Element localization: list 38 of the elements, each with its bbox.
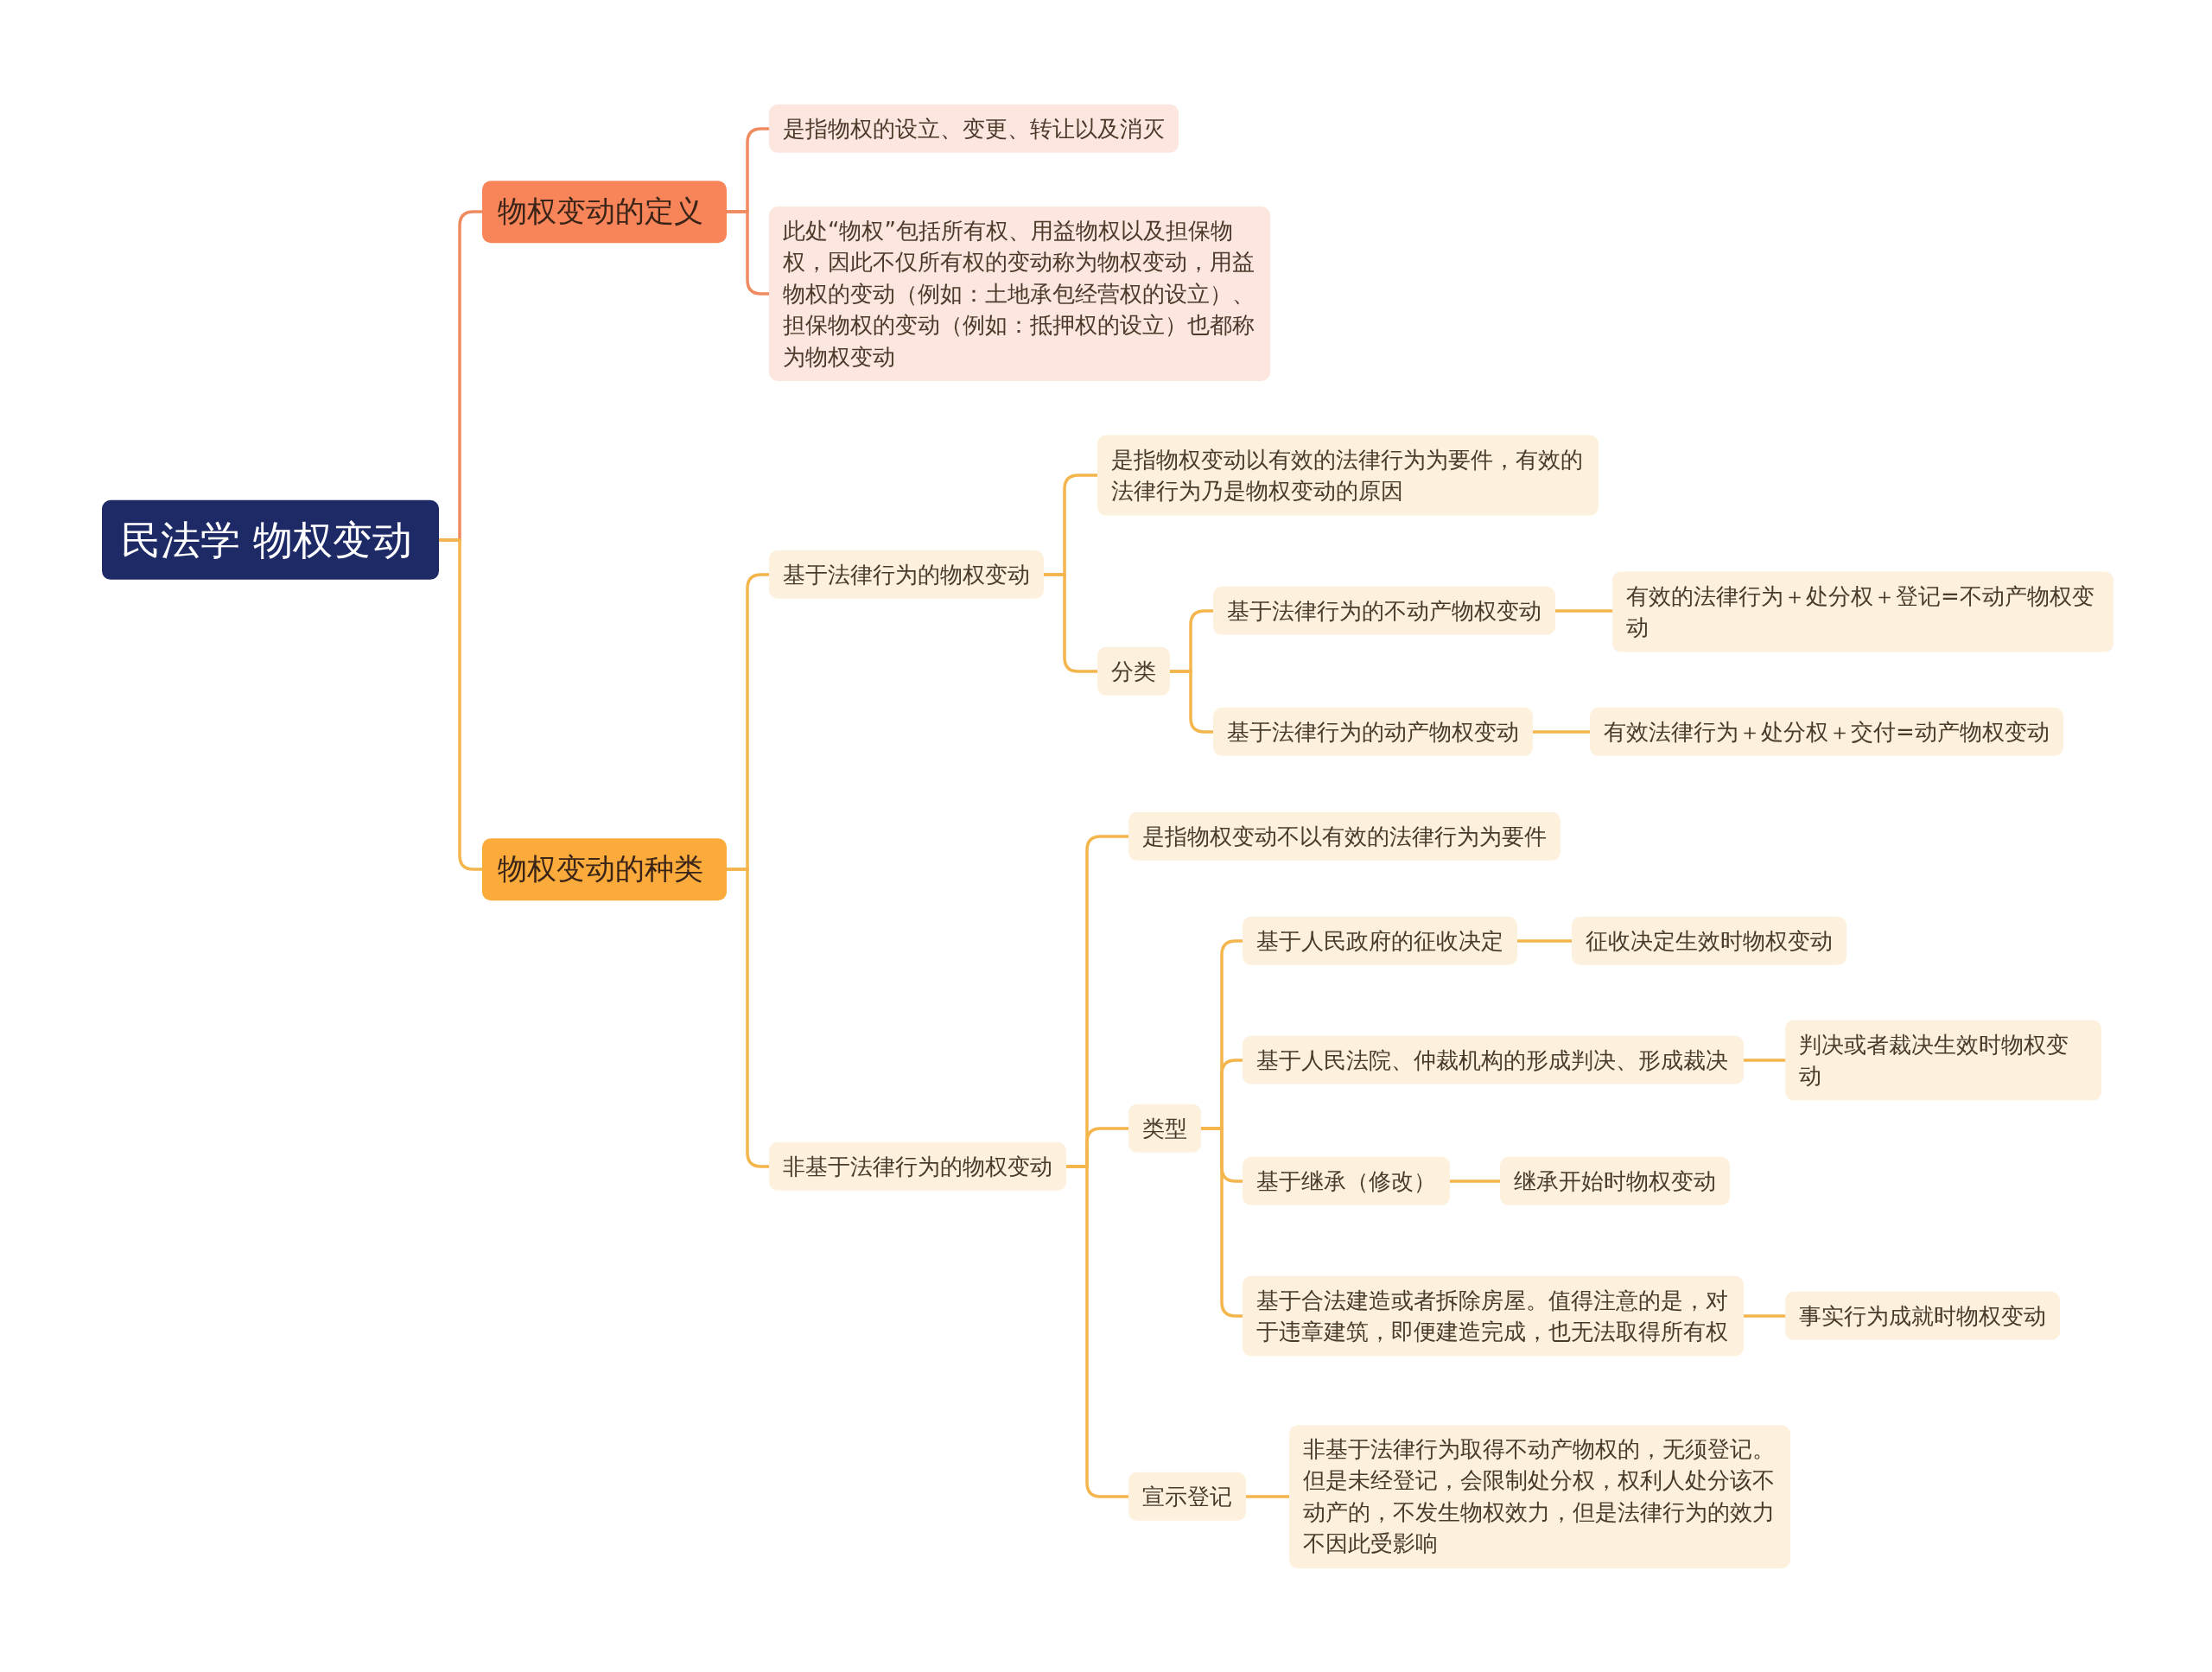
connector-line <box>1744 1059 1785 1062</box>
subtopic-box: 基于人民政府的征收决定 <box>1243 916 1517 966</box>
subtopic-box: 非基于法律行为取得不动产物权的，无须登记。但是未经登记，会限制处分权，权利人处分该不动产的，不发生物权效力，但是法律行为的效力不因此受影响 <box>1289 1425 1790 1568</box>
subtopic-box: 基于法律行为的动产物权变动 <box>1213 707 1533 757</box>
subtopic-box: 基于合法建造或者拆除房屋。值得注意的是，对于违章建筑，即便建造完成，也无法取得所有权 <box>1243 1275 1744 1357</box>
subtopic-box: 非基于法律行为的物权变动 <box>769 1141 1066 1192</box>
subtopic-box: 基于法律行为的物权变动 <box>769 550 1044 600</box>
subtopic-box: 是指物权的设立、变更、转让以及消灭 <box>769 104 1179 154</box>
connector-line <box>1201 1127 1243 1318</box>
connector-line <box>1517 939 1572 943</box>
connector-line <box>727 868 769 1168</box>
subtopic-box: 类型 <box>1128 1103 1201 1154</box>
connector-line <box>727 210 769 296</box>
connector-line <box>1246 1495 1289 1498</box>
subtopic-box: 有效法律行为＋处分权＋交付=动产物权变动 <box>1590 707 2063 757</box>
connector-line <box>1170 670 1213 734</box>
central-topic-box: 民法学 物权变动 <box>102 499 439 581</box>
connector-line <box>1555 609 1612 613</box>
branch-topic-box: 物权变动的定义 <box>482 181 727 243</box>
subtopic-box: 征收决定生效时物权变动 <box>1572 916 1847 966</box>
subtopic-box: 基于人民法院、仲裁机构的形成判决、形成裁决 <box>1243 1035 1744 1085</box>
subtopic-box: 基于继承（修改） <box>1243 1156 1450 1206</box>
connector-line <box>1450 1179 1500 1183</box>
subtopic-box: 宣示登记 <box>1128 1472 1246 1522</box>
subtopic-box: 是指物权变动以有效的法律行为为要件，有效的法律行为乃是物权变动的原因 <box>1097 435 1599 516</box>
subtopic-box: 事实行为成就时物权变动 <box>1785 1291 2060 1341</box>
connector-line <box>1744 1314 1785 1318</box>
subtopic-box: 基于法律行为的不动产物权变动 <box>1213 586 1555 636</box>
branch-topic-box: 物权变动的种类 <box>482 838 727 900</box>
connector-line <box>1066 1165 1128 1498</box>
connector-line <box>1533 730 1590 734</box>
subtopic-box: 有效的法律行为＋处分权＋登记=不动产物权变动 <box>1612 571 2113 652</box>
connector-line <box>439 538 482 871</box>
subtopic-box: 继承开始时物权变动 <box>1500 1156 1730 1206</box>
subtopic-box: 分类 <box>1097 646 1170 696</box>
subtopic-box: 判决或者裁决生效时物权变动 <box>1785 1020 2101 1101</box>
subtopic-box: 是指物权变动不以有效的法律行为为要件 <box>1128 811 1560 861</box>
subtopic-box: 此处“物权”包括所有权、用益物权以及担保物权，因此不仅所有权的变动称为物权变动，用益物权的变动（例如：土地承包经营权的设立）、担保物权的变动（例如：抵押权的设立）也都称为物权变动 <box>769 207 1270 381</box>
